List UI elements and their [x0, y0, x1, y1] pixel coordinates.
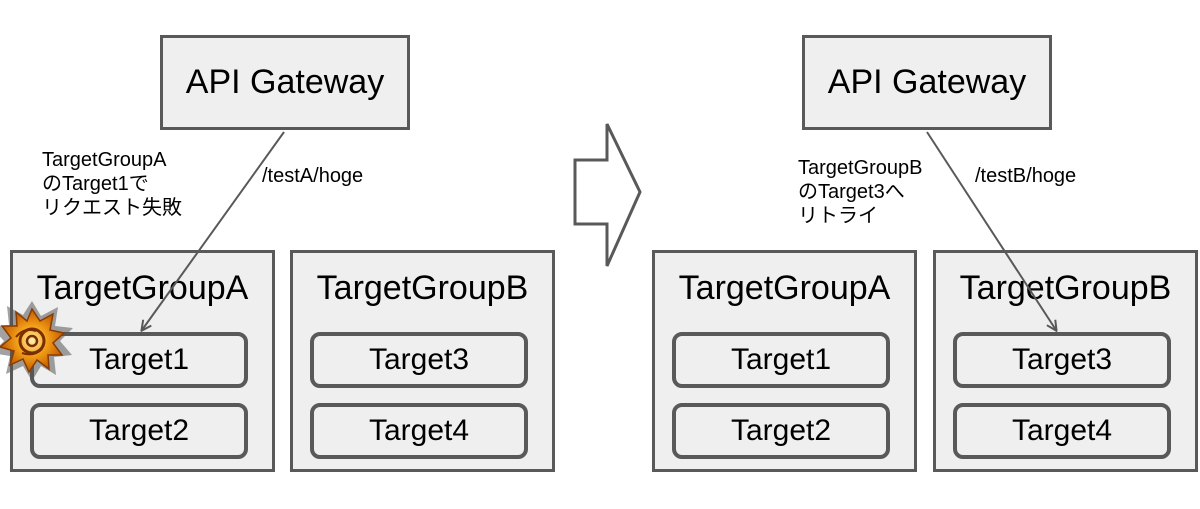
right-api-gateway: API Gateway: [802, 35, 1052, 130]
left-target-group-b-title: TargetGroupB: [316, 269, 529, 307]
left-route-path: /testA/hoge: [262, 165, 364, 187]
right-target-group-a-title: TargetGroupA: [678, 269, 891, 307]
right-target2: Target2: [672, 403, 890, 459]
left-target1: Target1: [30, 332, 248, 388]
right-target1-label: Target1: [730, 343, 832, 376]
left-failure-note: TargetGroupA のTarget1で リクエスト失敗: [42, 149, 182, 219]
left-target3-label: Target3: [368, 343, 470, 376]
left-target2-label: Target2: [88, 414, 190, 447]
right-retry-note: TargetGroupB のTarget3へ リトライ: [798, 157, 923, 227]
explosion-icon: [0, 301, 73, 381]
left-target-group-a-title: TargetGroupA: [36, 269, 249, 307]
right-target3: Target3: [953, 332, 1171, 388]
right-arrow-icon: [573, 123, 642, 267]
left-target4: Target4: [310, 403, 528, 459]
left-target1-label: Target1: [88, 343, 190, 376]
left-target2: Target2: [30, 403, 248, 459]
right-route-path: /testB/hoge: [975, 165, 1077, 187]
right-retry-connector: [926, 131, 1056, 330]
right-target2-label: Target2: [730, 414, 832, 447]
left-request-connector: [142, 131, 285, 330]
right-target-group-b-title: TargetGroupB: [959, 269, 1172, 307]
right-target4-label: Target4: [1011, 414, 1113, 447]
right-target4: Target4: [953, 403, 1171, 459]
left-target4-label: Target4: [368, 414, 470, 447]
right-api-gateway-label: API Gateway: [827, 63, 1027, 101]
left-api-gateway: API Gateway: [160, 35, 410, 130]
left-target3: Target3: [310, 332, 528, 388]
left-api-gateway-label: API Gateway: [185, 63, 385, 101]
right-target3-label: Target3: [1011, 343, 1113, 376]
right-target1: Target1: [672, 332, 890, 388]
